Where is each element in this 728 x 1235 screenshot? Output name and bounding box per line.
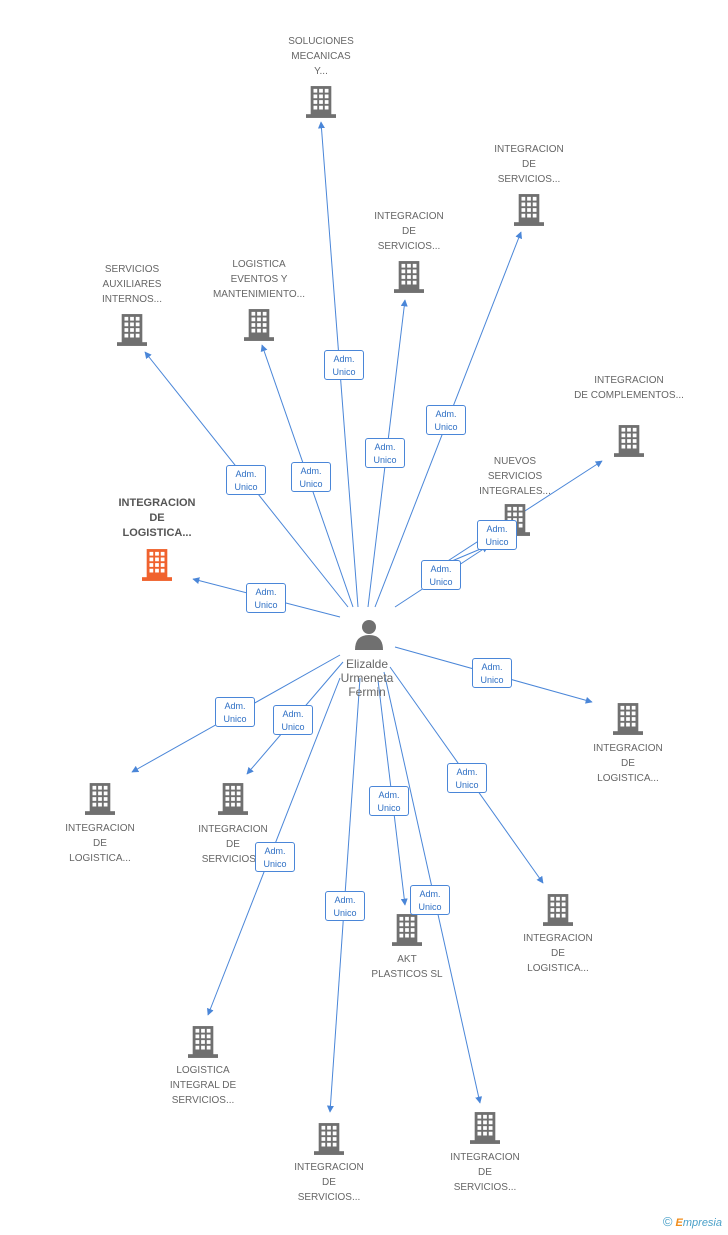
company-name-9[interactable]: INTEGRACION DE LOGISTICA... <box>65 823 135 864</box>
company-name-3[interactable]: SERVICIOS AUXILIARES INTERNOS... <box>101 264 162 305</box>
building-icon[interactable] <box>614 425 644 457</box>
edge-label-2[interactable]: Adm. Unico <box>365 438 405 468</box>
brand-logo-text: mpresia <box>682 1217 722 1229</box>
company-name-1[interactable]: INTEGRACION DE SERVICIOS... <box>494 144 564 185</box>
building-icon[interactable] <box>392 914 422 946</box>
building-icon[interactable] <box>306 86 336 118</box>
edge-label-7[interactable]: Adm. Unico <box>246 583 286 613</box>
edge-label-0[interactable]: Adm. Unico <box>324 350 364 380</box>
company-name-14[interactable]: INTEGRACION DE SERVICIOS... <box>294 1162 364 1203</box>
company-name-5[interactable]: INTEGRACION DE COMPLEMENTOS... <box>574 375 684 401</box>
company-name-13[interactable]: LOGISTICA INTEGRAL DE SERVICIOS... <box>169 1065 237 1106</box>
company-name-10[interactable]: INTEGRACION DE SERVICIOS... <box>198 824 268 865</box>
building-icon[interactable] <box>314 1123 344 1155</box>
edge-label-14[interactable]: Adm. Unico <box>325 891 365 921</box>
edge-label-6[interactable]: Adm. Unico <box>477 520 517 550</box>
building-icon[interactable] <box>188 1026 218 1058</box>
company-name-11[interactable]: INTEGRACION DE LOGISTICA... <box>523 933 593 974</box>
building-icon[interactable] <box>117 314 147 346</box>
company-name-7[interactable]: INTEGRACION DE LOGISTICA... <box>118 497 196 539</box>
building-icon[interactable] <box>244 309 274 341</box>
company-name-8[interactable]: INTEGRACION DE LOGISTICA... <box>593 743 663 784</box>
footer-credit: © Empresia <box>663 1214 722 1229</box>
edge-label-8[interactable]: Adm. Unico <box>472 658 512 688</box>
edge-label-1[interactable]: Adm. Unico <box>426 405 466 435</box>
building-icon[interactable] <box>85 783 115 815</box>
building-icon[interactable] <box>142 549 172 581</box>
person-name[interactable]: Elizalde Urmeneta Fermin <box>340 657 394 699</box>
building-icon[interactable] <box>543 894 573 926</box>
edge-label-9[interactable]: Adm. Unico <box>215 697 255 727</box>
company-name-6[interactable]: NUEVOS SERVICIOS INTEGRALES... <box>479 456 551 497</box>
building-icon[interactable] <box>514 194 544 226</box>
edge-label-12[interactable]: Adm. Unico <box>369 786 409 816</box>
building-icon[interactable] <box>218 783 248 815</box>
company-name-15[interactable]: INTEGRACION DE SERVICIOS... <box>450 1152 520 1193</box>
company-name-0[interactable]: SOLUCIONES MECANICAS Y... <box>288 36 354 77</box>
company-name-4[interactable]: LOGISTICA EVENTOS Y MANTENIMIENTO... <box>212 259 306 300</box>
brand-logo-e: E <box>675 1217 683 1229</box>
edge-label-15[interactable]: Adm. Unico <box>410 885 450 915</box>
building-icon[interactable] <box>470 1112 500 1144</box>
edge-label-extra-0[interactable]: Adm. Unico <box>421 560 461 590</box>
edge-label-13[interactable]: Adm. Unico <box>255 842 295 872</box>
person-icon[interactable] <box>355 620 383 650</box>
building-icon[interactable] <box>613 703 643 735</box>
edge-label-10[interactable]: Adm. Unico <box>273 705 313 735</box>
edge-label-11[interactable]: Adm. Unico <box>447 763 487 793</box>
company-name-12[interactable]: AKT PLASTICOS SL <box>371 954 443 980</box>
copyright-symbol: © <box>662 1214 673 1229</box>
company-name-2[interactable]: INTEGRACION DE SERVICIOS... <box>374 211 444 252</box>
edge-label-3[interactable]: Adm. Unico <box>226 465 266 495</box>
building-icon[interactable] <box>394 261 424 293</box>
edge-label-4[interactable]: Adm. Unico <box>291 462 331 492</box>
